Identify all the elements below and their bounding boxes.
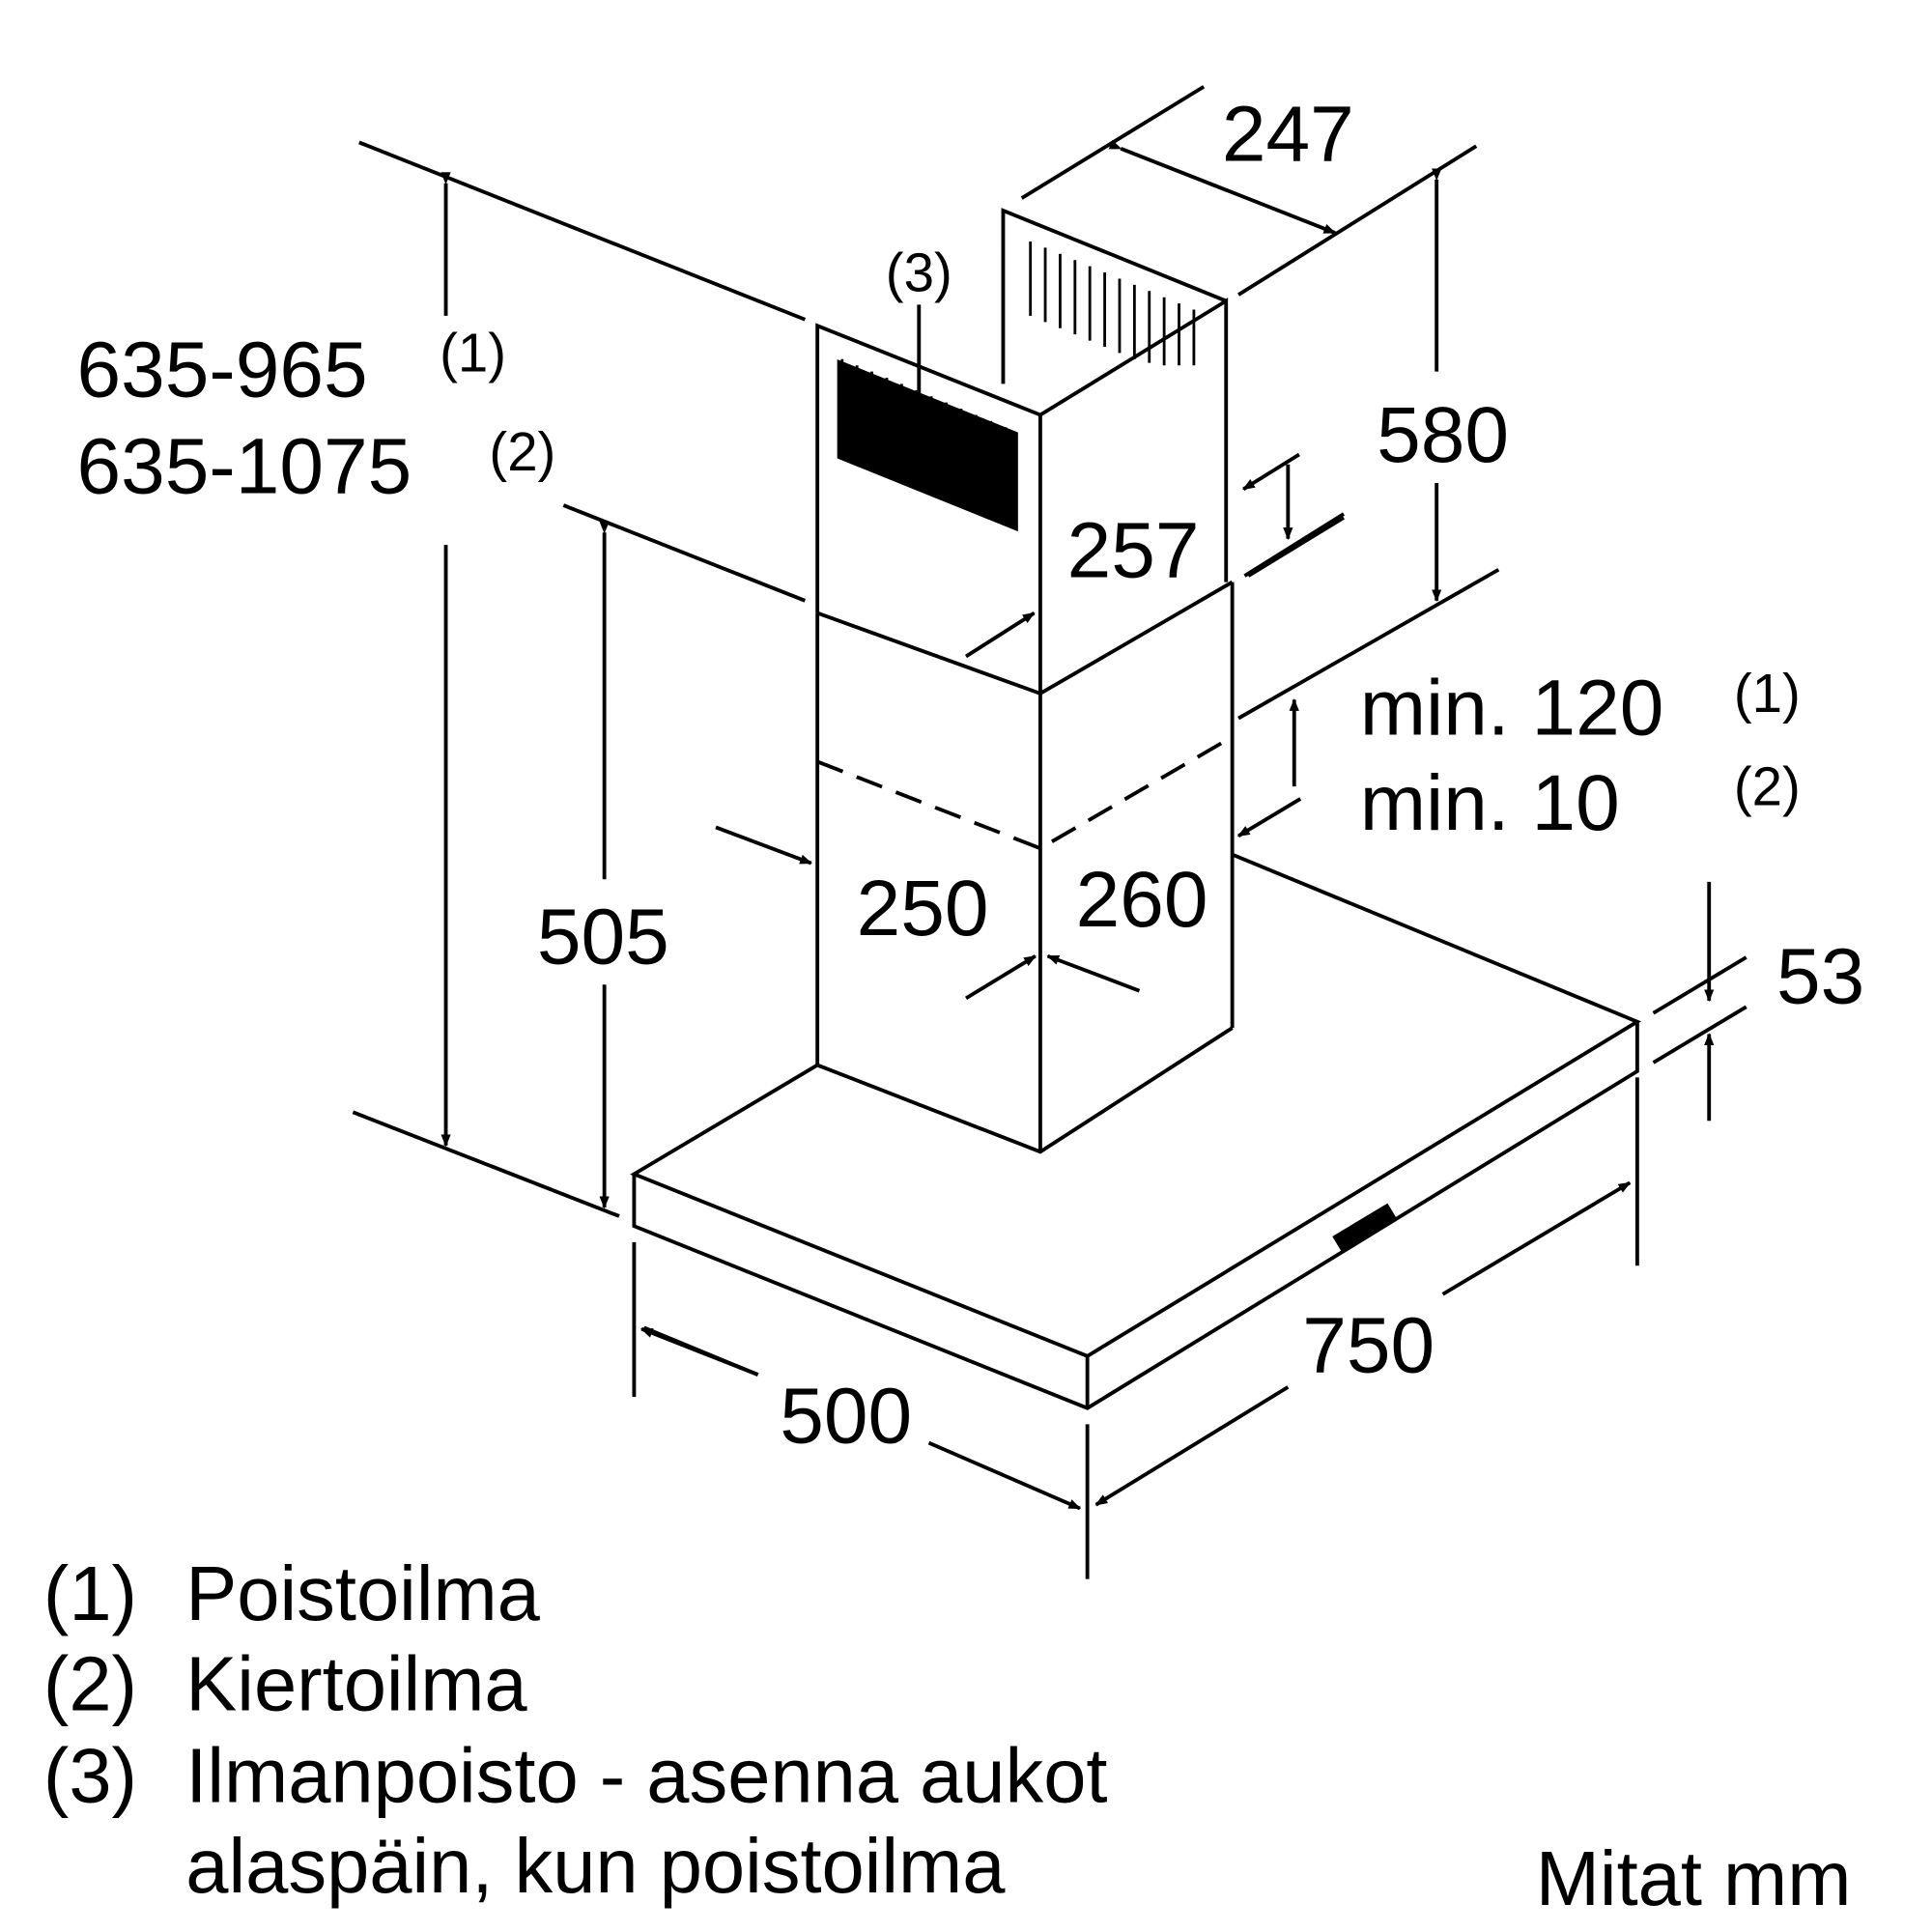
legend-num-2: (2) bbox=[43, 1641, 137, 1727]
note-1: (1) bbox=[440, 323, 506, 384]
note-2: (2) bbox=[489, 421, 555, 482]
legend-text-3-cont: alaspäin, kun poistoilma bbox=[185, 1823, 1006, 1909]
dimension-lines bbox=[352, 85, 1747, 1579]
dim-247: 247 bbox=[1222, 91, 1354, 179]
dim-260: 260 bbox=[1076, 856, 1208, 944]
dim-750: 750 bbox=[1302, 1302, 1435, 1390]
dim-257: 257 bbox=[1067, 506, 1200, 594]
legend-num-1: (1) bbox=[43, 1550, 137, 1636]
vent-grille-icon bbox=[837, 242, 1196, 532]
dim-min-120: min. 120 bbox=[1360, 664, 1664, 752]
dim-min-10: min. 10 bbox=[1360, 759, 1620, 847]
legend-num-3: (3) bbox=[43, 1732, 137, 1818]
note-min-1: (1) bbox=[1734, 663, 1801, 724]
dim-250: 250 bbox=[857, 865, 989, 952]
dim-505: 505 bbox=[537, 893, 669, 980]
dim-500: 500 bbox=[780, 1373, 912, 1461]
legend-text-3: Ilmanpoisto - asenna aukot bbox=[185, 1732, 1107, 1818]
legend: (1) Poistoilma (2) Kiertoilma (3) Ilmanp… bbox=[43, 1550, 1852, 1921]
dimension-labels: 247 580 257 635-965 (1) 635-1075 (2) (3)… bbox=[76, 91, 1864, 1461]
legend-text-2: Kiertoilma bbox=[185, 1641, 527, 1727]
note-3: (3) bbox=[886, 242, 952, 302]
hood-outline bbox=[630, 208, 1642, 1410]
dim-53: 53 bbox=[1776, 932, 1864, 1020]
dim-total-height-2: 635-1075 bbox=[76, 422, 412, 510]
note-min-2: (2) bbox=[1734, 755, 1801, 816]
dim-580: 580 bbox=[1377, 391, 1509, 479]
legend-text-1: Poistoilma bbox=[185, 1550, 540, 1636]
units-label: Mitat mm bbox=[1536, 1835, 1852, 1921]
dim-total-height-1: 635-965 bbox=[76, 326, 367, 413]
